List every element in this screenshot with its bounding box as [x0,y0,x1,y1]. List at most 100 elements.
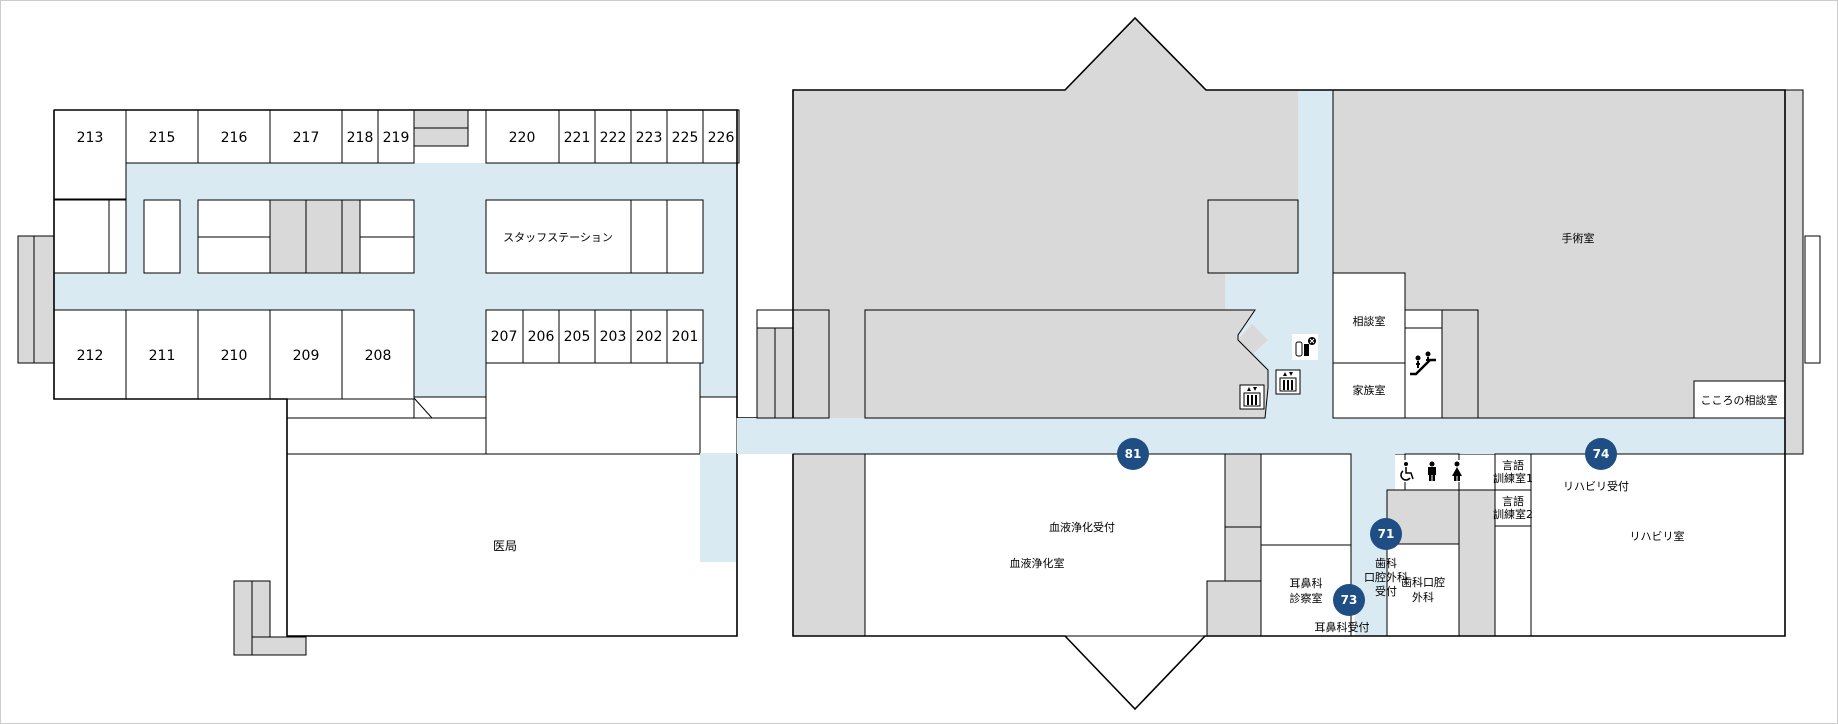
speech-room-2-label-b: 訓練室2 [1493,507,1533,521]
room-kokoro[interactable] [1693,380,1786,419]
gray-block [756,327,776,419]
room-203[interactable] [594,309,632,364]
dialysis-room-label: 血液浄化室 [1010,556,1065,570]
room-220[interactable] [485,109,560,164]
room-label: 220 [509,130,536,146]
room-206[interactable] [522,309,560,364]
room-middle [53,199,110,274]
room-middle-gray [269,199,307,274]
room-label: 210 [221,348,248,364]
speech-room-2-label-a: 言語 [1502,494,1524,508]
gray-block [792,309,830,419]
room-226[interactable] [702,109,740,164]
room-223[interactable] [630,109,668,164]
room-ent-waiting [1260,453,1352,546]
gray-block [1441,309,1479,419]
room-215[interactable] [125,109,199,164]
family-room-label: 家族室 [1353,383,1386,397]
room-middle-gray [341,199,361,274]
room-middle [143,199,181,274]
elevator-icon[interactable] [1239,384,1265,410]
room-219[interactable] [377,109,415,164]
room-dental-oral[interactable] [1386,543,1460,637]
room-212[interactable] [53,309,127,400]
left-corridor-end [700,453,736,562]
dental-reception-label-2: 口腔外科 [1364,570,1408,584]
room-213[interactable] [53,109,127,200]
mens-toilet-icon[interactable] [1423,460,1441,482]
right-wing-outline [792,16,1786,711]
room-rehab[interactable] [1530,453,1786,637]
room-201[interactable] [666,309,704,364]
location-markers: 81 74 71 73 [1117,438,1617,616]
stair-top [413,109,469,129]
room-label: 219 [383,130,410,146]
room-label: 217 [293,130,320,146]
dental-reception-label-3: 受付 [1375,585,1397,598]
marker-label: 74 [1593,447,1610,461]
bottom-stub [233,580,253,656]
room-207[interactable] [485,309,524,364]
consultation-label: 相談室 [1353,314,1386,328]
left-wing-outline [53,109,738,637]
right-edge-strip [1784,89,1804,455]
marker-71[interactable]: 71 [1370,518,1402,550]
marker-81[interactable]: 81 [1117,438,1149,470]
operating-room-label: 手術室 [1562,231,1595,245]
dental-oral-label-2: 外科 [1412,590,1434,604]
marker-label: 71 [1378,527,1395,541]
upper-main-room [864,309,1269,419]
left-stub [17,235,35,364]
gray-block [792,453,866,637]
room-middle [666,199,704,274]
marker-73[interactable]: 73 [1333,584,1365,616]
room-208[interactable] [341,309,434,419]
room-middle [197,199,271,238]
room-211[interactable] [125,309,199,400]
bottom-stub [251,580,271,638]
room-216[interactable] [197,109,271,164]
ent-clinic-label-1: 耳鼻科 [1290,576,1323,590]
room-middle [197,236,271,274]
accessible-toilet-icon[interactable] [1398,460,1416,482]
facility-icons [1239,334,1466,482]
room-label: 201 [672,329,699,345]
staff-station-label: スタッフステーション [503,231,613,244]
elevator-icon[interactable] [1275,369,1301,395]
room-221[interactable] [558,109,596,164]
speech-room-1-label-a: 言語 [1502,458,1524,472]
womens-toilet-icon[interactable] [1448,460,1466,482]
room-202[interactable] [630,309,668,364]
marker-74[interactable]: 74 [1585,438,1617,470]
room-label: 218 [347,130,374,146]
stairs-room [1404,309,1443,329]
room-label: 202 [636,329,663,345]
room-label: 213 [77,130,104,146]
room-dialysis[interactable] [864,453,1226,637]
left-stub [33,235,55,364]
room-label: 209 [293,348,320,364]
room-label: 212 [77,348,104,364]
room-222[interactable] [594,109,632,164]
room-label: 226 [708,130,735,146]
room-label: 205 [564,329,591,345]
escalator-icon[interactable] [1408,350,1438,378]
room-label: 215 [149,130,176,146]
room-number-labels: 213 215 216 217 218 219 220 221 222 223 … [77,130,735,364]
aed-icon[interactable] [1292,334,1318,360]
room-label: 208 [365,348,392,364]
room-label: 203 [600,329,627,345]
room-225[interactable] [666,109,704,164]
room-label: 211 [149,348,176,364]
room-label: 225 [672,130,699,146]
kokoro-label: こころの相談室 [1701,393,1778,407]
room-middle [359,199,415,238]
ent-reception-label: 耳鼻科受付 [1315,620,1370,634]
room-label: 223 [636,130,663,146]
room-consultation[interactable] [1332,272,1406,364]
room-217[interactable] [269,109,343,164]
ent-clinic-label-2: 診察室 [1290,591,1323,605]
gray-block [1458,489,1496,637]
gray-block [1224,453,1262,528]
